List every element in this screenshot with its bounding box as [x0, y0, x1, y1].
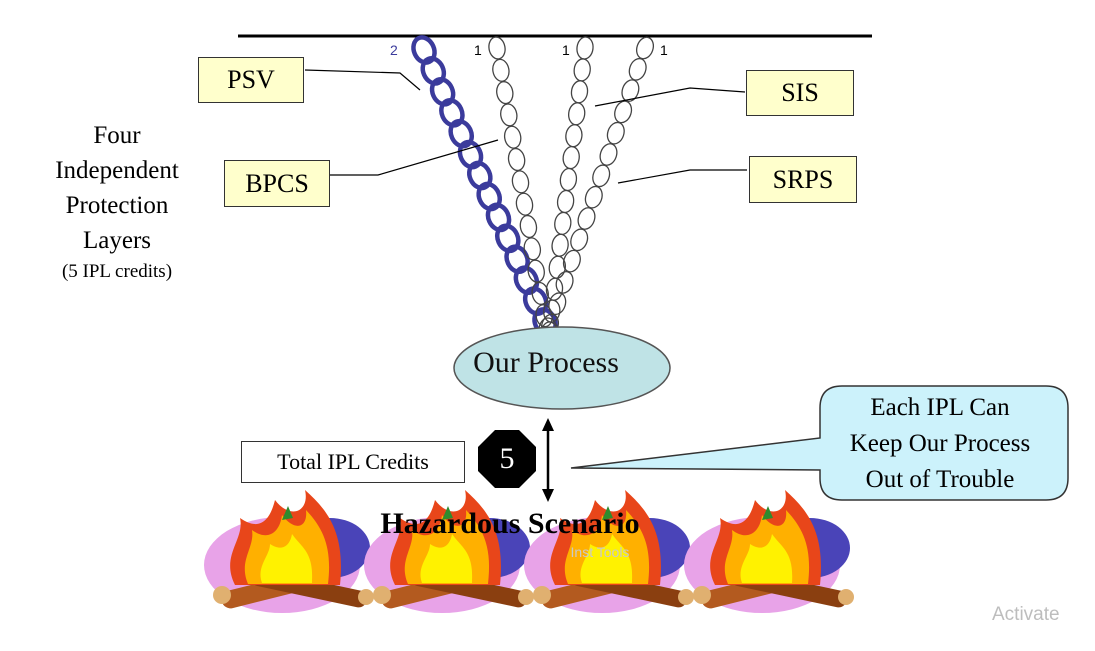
layers-title: Four Independent Protection Layers (5 IP… [28, 118, 206, 286]
srps-label: SRPS [749, 156, 857, 203]
chain-link-psv [439, 97, 465, 128]
chain-link-sis [565, 124, 583, 148]
psv-label: PSV [198, 57, 304, 103]
chain-link-srps [555, 271, 574, 294]
chain-link-bpcs [492, 58, 510, 82]
credit-octagon [478, 430, 536, 488]
chain-link-srps [635, 36, 655, 60]
title-line-2: Independent [55, 157, 179, 184]
chain-link-psv [485, 202, 512, 233]
fire-icon [204, 490, 374, 613]
double-arrow [542, 418, 554, 502]
total-credits-box: Total IPL Credits [241, 441, 465, 483]
fire-icon [684, 490, 854, 613]
chain-link-sis [554, 211, 572, 236]
callout-line-2: Keep Our Process [849, 430, 1031, 457]
title-line-4: Layers [82, 227, 152, 254]
psv-leader-line [304, 69, 421, 91]
chain-link-psv [411, 35, 437, 65]
chain-link-bpcs [507, 147, 526, 172]
chain-link-psv [494, 223, 521, 254]
chain-link-bpcs [503, 125, 522, 149]
sis-credit-number: 1 [562, 42, 570, 58]
chain-link-sis [570, 80, 589, 104]
chain-link-srps [599, 143, 618, 166]
title-line-3: Protection [65, 192, 169, 219]
chain-link-srps [606, 121, 625, 145]
chain-link-sis [562, 145, 580, 170]
chain-link-sis [573, 58, 591, 82]
chain-link-bpcs [527, 259, 545, 283]
callout-line-1: Each IPL Can [870, 394, 1010, 421]
chain-link-psv [457, 139, 484, 170]
chain-link-srps [614, 100, 633, 124]
bpcs-leader-line [330, 139, 499, 176]
chain-link-psv [429, 76, 456, 107]
sis-leader-line [594, 87, 746, 107]
total-credits-value: 5 [499, 442, 515, 475]
chain-link-srps [577, 207, 596, 230]
process-label: Our Process [473, 346, 619, 379]
bpcs-label: BPCS [224, 160, 330, 207]
chain-link-srps [628, 57, 647, 81]
chain-link-srps [562, 249, 581, 273]
chain-link-sis [556, 189, 575, 214]
chain-link-bpcs [488, 36, 506, 60]
chain-link-bpcs [515, 192, 534, 216]
chain-link-sis [567, 102, 586, 126]
callout-line-3: Out of Trouble [865, 466, 1015, 493]
watermark-text: Inst Tools [570, 544, 630, 560]
chain-link-srps [592, 164, 611, 188]
hazard-illustration [204, 490, 854, 613]
chain-link-psv [448, 118, 475, 149]
chain-link-srps [584, 185, 603, 209]
fire-icon [364, 490, 534, 613]
callout-text: Each IPL Can Keep Our Process Out of Tro… [820, 390, 1060, 498]
title-line-1: Four [93, 122, 141, 149]
srps-leader-line [617, 169, 747, 184]
chain-link-psv [466, 160, 493, 191]
chain-link-bpcs [500, 103, 518, 127]
hazard-label: Hazardous Scenario [380, 507, 640, 540]
chain-link-psv [476, 181, 503, 212]
chain-link-bpcs [511, 170, 530, 194]
chains-group [411, 35, 655, 355]
fire-icon [524, 490, 694, 613]
activate-watermark: Activate [992, 604, 1060, 624]
bpcs-credit-number: 1 [474, 42, 482, 58]
sis-label: SIS [746, 70, 854, 116]
chain-link-sis [559, 167, 578, 192]
chain-link-bpcs [496, 81, 514, 105]
psv-credit-number: 2 [390, 42, 398, 58]
chain-link-srps [570, 228, 589, 252]
chain-link-psv [420, 56, 447, 86]
process-ellipse [453, 326, 671, 410]
chain-link-bpcs [519, 214, 538, 239]
callout-bubble [570, 385, 1069, 501]
title-subtitle: (5 IPL credits) [61, 261, 173, 282]
srps-credit-number: 1 [660, 42, 668, 58]
chain-link-psv [522, 286, 549, 316]
chain-link-sis [576, 36, 594, 60]
